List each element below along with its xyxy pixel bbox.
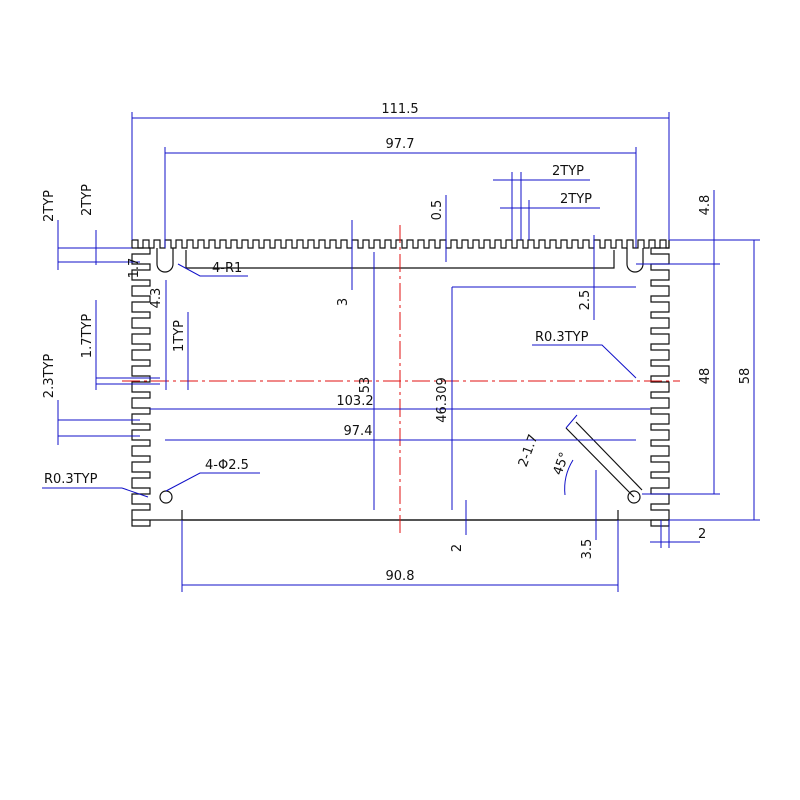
top-comb-edge: [132, 239, 670, 249]
dim-90-8: 90.8: [386, 569, 415, 584]
dim-left-2typ-a: 2TYP: [42, 190, 57, 222]
angled-slot: [565, 421, 643, 498]
dim-holes-dia: 4-Φ2.5: [205, 458, 249, 473]
dim-radius-holes: 4-R1: [212, 261, 242, 276]
dim-left-1-7typ: 1.7TYP: [80, 314, 95, 359]
dim-height-46: 46.309: [435, 377, 450, 423]
dim-overall-58: 58: [738, 368, 753, 385]
dim-3-5: 3.5: [580, 539, 595, 560]
dim-0-5: 0.5: [430, 200, 445, 221]
dimension-labels: 111.5 97.7 2TYP 2TYP 0.5 4.8 2TYP 2TYP 1…: [42, 102, 753, 584]
dim-left-2typ-b: 2TYP: [80, 184, 95, 216]
dim-inner-width: 97.7: [386, 137, 415, 152]
dim-height-53: 53: [358, 377, 373, 394]
dimension-lines: [42, 112, 760, 592]
dim-left-1typ: 1TYP: [172, 320, 187, 352]
dim-left-4-3: 4.3: [149, 288, 164, 309]
dim-angle: 45°: [551, 450, 573, 477]
enclosure-profile-outline: [131, 239, 670, 527]
dim-r-right: R0.3TYP: [535, 330, 589, 345]
dim-2typ-top-1: 2TYP: [552, 164, 584, 179]
dim-left-2-3typ: 2.3TYP: [42, 354, 57, 399]
hole-bottom-left: [159, 490, 173, 504]
dim-overall-width: 111.5: [381, 102, 418, 117]
top-left-slot: [156, 248, 174, 273]
dim-right-2: 2: [698, 527, 706, 542]
dim-left-1-7: 1.7: [127, 258, 142, 279]
dim-width-103: 103.2: [336, 394, 373, 409]
dim-width-97-4: 97.4: [344, 424, 373, 439]
top-right-slot: [626, 248, 644, 273]
dim-inner-48: 48: [698, 368, 713, 385]
right-fin-edge: [650, 240, 670, 527]
dim-bottom-2: 2: [450, 544, 465, 552]
dim-2-5: 2.5: [578, 290, 593, 311]
dim-slot: 2-1.7: [516, 432, 542, 469]
left-fin-edge: [131, 240, 669, 527]
dim-4-8-top: 4.8: [698, 195, 713, 216]
dim-2typ-top-2: 2TYP: [560, 192, 592, 207]
dim-three: 3: [336, 298, 351, 306]
centerlines: [122, 225, 680, 535]
dim-r-left: R0.3TYP: [44, 472, 98, 487]
hole-bottom-right: [627, 490, 641, 504]
